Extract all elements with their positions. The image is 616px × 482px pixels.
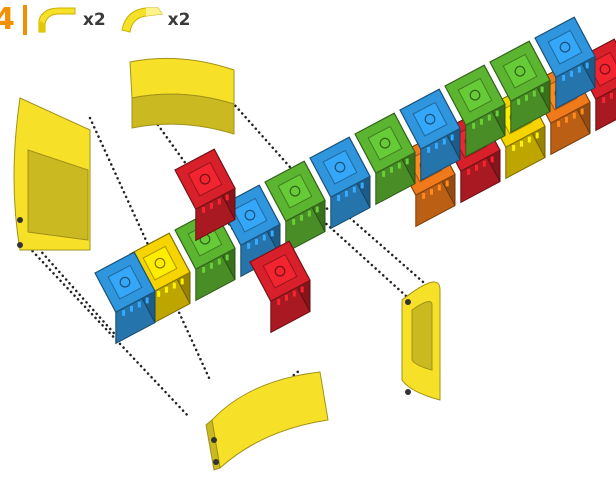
yellow-piece-bottom: [212, 372, 328, 468]
yellow-piece-right-inner: [412, 301, 432, 370]
yellow-piece-top-inner: [132, 94, 234, 134]
guide-line: [350, 218, 430, 288]
